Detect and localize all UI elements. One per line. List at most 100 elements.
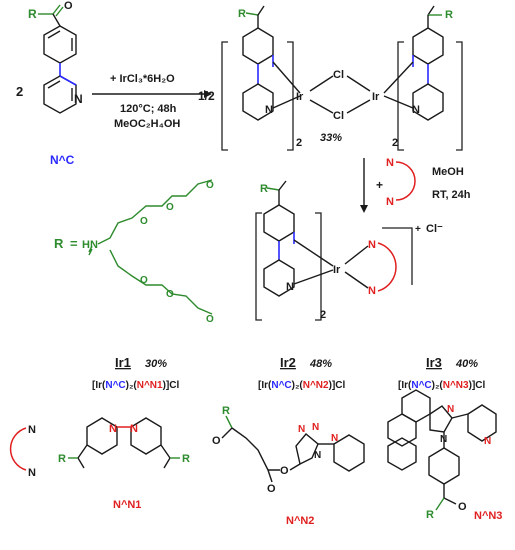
r-nh-label: HN [82, 239, 98, 251]
dimer-right-ir-c-bond [383, 61, 414, 94]
dimer-right-n-label: N [412, 104, 420, 116]
nn2-o-ester: O [280, 465, 289, 477]
nn2-o-ketone: O [212, 435, 221, 447]
product-nn-arc [377, 242, 397, 292]
product-ir-n-top-bond [344, 245, 369, 265]
ir3-yield: 40% [455, 358, 478, 370]
ligand-r-label: R [28, 7, 37, 21]
dimer-cl-top-left-bond [309, 75, 334, 92]
r-definition-equals: = [70, 236, 78, 251]
dimer-cl-bottom-left-bond [309, 99, 334, 114]
ligand-nc-caption: N^C [50, 153, 75, 167]
r-o5: O [166, 289, 174, 300]
dimer-left-half [221, 5, 301, 151]
generic-n-top: N [28, 424, 36, 436]
dimer-right-ir-label: Ir [372, 91, 380, 103]
product-counterion: Cl⁻ [426, 223, 443, 235]
nn1-r-right: R [182, 453, 190, 465]
dimer-left-ir-label: Ir [296, 91, 304, 103]
product-n-top: N [368, 239, 376, 251]
generic-n-bottom: N [28, 467, 36, 479]
dimer-right-pyridine [412, 83, 444, 121]
dimer-yield: 33% [320, 132, 342, 144]
dimer-cl-top-right-bond [346, 75, 371, 92]
dimer-right-phenyl [412, 27, 444, 65]
dimer-cl-bottom: Cl [333, 110, 344, 122]
nn3-n-imid: N [447, 404, 454, 415]
dimer-left-phenyl [242, 27, 274, 65]
nn3-r: R [426, 509, 434, 521]
nn3-n-py: N [484, 436, 491, 447]
nn2-r-bond [225, 415, 233, 429]
product-n-py-label: N [286, 281, 294, 293]
product-ir-label: Ir [333, 264, 341, 276]
nn3-imid-py-bond [451, 413, 469, 419]
product-n-bottom: N [368, 285, 376, 297]
product-bracket-close [315, 212, 322, 321]
step2-n-top: N [386, 157, 394, 169]
nn2-n1: N [298, 424, 305, 435]
nn3-co-o-bond [443, 497, 457, 505]
nn3-ring-bottom [387, 437, 417, 471]
nn2-r-label: R [222, 405, 230, 417]
step1-temperature-time: 120°C; 48h [120, 103, 177, 115]
nn2-n2: N [312, 422, 319, 433]
dimer-right-bracket-open [397, 41, 404, 151]
dimer-cl-top: Cl [333, 69, 344, 81]
nn2-triazole-ring [295, 433, 319, 466]
ir3-formula: [Ir(N^C)₂(N^N3)]Cl [398, 380, 485, 391]
nn3-r-bond [435, 497, 445, 511]
ir2-formula: [Ir(N^C)₂(N^N2)]Cl [258, 380, 345, 391]
product-bracket-open [255, 212, 262, 321]
dimer-left-subscript: 2 [296, 137, 302, 149]
ir3-name: Ir3 [426, 355, 442, 370]
nn2-o-carbonyl: O [267, 483, 276, 495]
product-pyridine [263, 259, 295, 297]
r-o2: O [166, 202, 174, 213]
dimer-right-half [383, 5, 463, 151]
product-ir-n-bond [293, 269, 334, 285]
step1-reagent: + IrCl₃*6H₂O [110, 73, 175, 85]
generic-nn-arc [9, 427, 27, 471]
product-subscript: 2 [320, 309, 326, 321]
dimer-left-r-bond [245, 12, 259, 16]
ligand-pyridine-double-2 [47, 80, 61, 89]
dimer-left-r-label: R [238, 8, 246, 20]
r-peg-chains [88, 179, 213, 315]
dimer-right-bracket-close [456, 41, 463, 151]
r-attachment-wavy [88, 245, 93, 256]
product-r-bond [266, 187, 280, 191]
step2-nn-ligand-arc [395, 161, 416, 201]
r-definition-label: R [54, 236, 64, 251]
step2-plus: + [376, 178, 383, 192]
nn1-n-right: N [130, 423, 138, 435]
nn3-aryl-ring [428, 447, 460, 485]
nn3-n-sub: N [440, 434, 447, 445]
step1-solvent: MeOC₂H₄OH [114, 118, 180, 130]
ligand-nc-structure [38, 4, 77, 114]
dimer-left-co-bond [257, 5, 265, 16]
product-ir-c-bond [293, 239, 334, 267]
nn1-structure [68, 417, 180, 469]
product-r-label: R [260, 183, 268, 195]
nn1-caption: N^N1 [113, 499, 141, 511]
nn1-right-o-bond [163, 457, 171, 469]
dimer-right-subscript: 2 [392, 137, 398, 149]
r-o6: O [206, 314, 214, 325]
nn3-o: O [458, 501, 467, 513]
nn3-structure [387, 389, 497, 511]
step2-n-bottom: N [386, 196, 394, 208]
nn3-ring-mid [387, 413, 417, 447]
ir1-name: Ir1 [115, 355, 131, 370]
ligand-phenyl-double-2 [47, 30, 61, 39]
nn1-r-left: R [58, 453, 66, 465]
dimer-right-ir-n-bond [383, 95, 414, 109]
nn1-n-left: N [109, 423, 117, 435]
dimer-right-co-bond [427, 5, 435, 16]
dimer-cl-bottom-right-bond [346, 99, 371, 114]
ligand-o-label: O [64, 0, 73, 12]
ligand-carbonyl-double-bond-2 [55, 6, 64, 17]
product-complex [255, 180, 413, 321]
